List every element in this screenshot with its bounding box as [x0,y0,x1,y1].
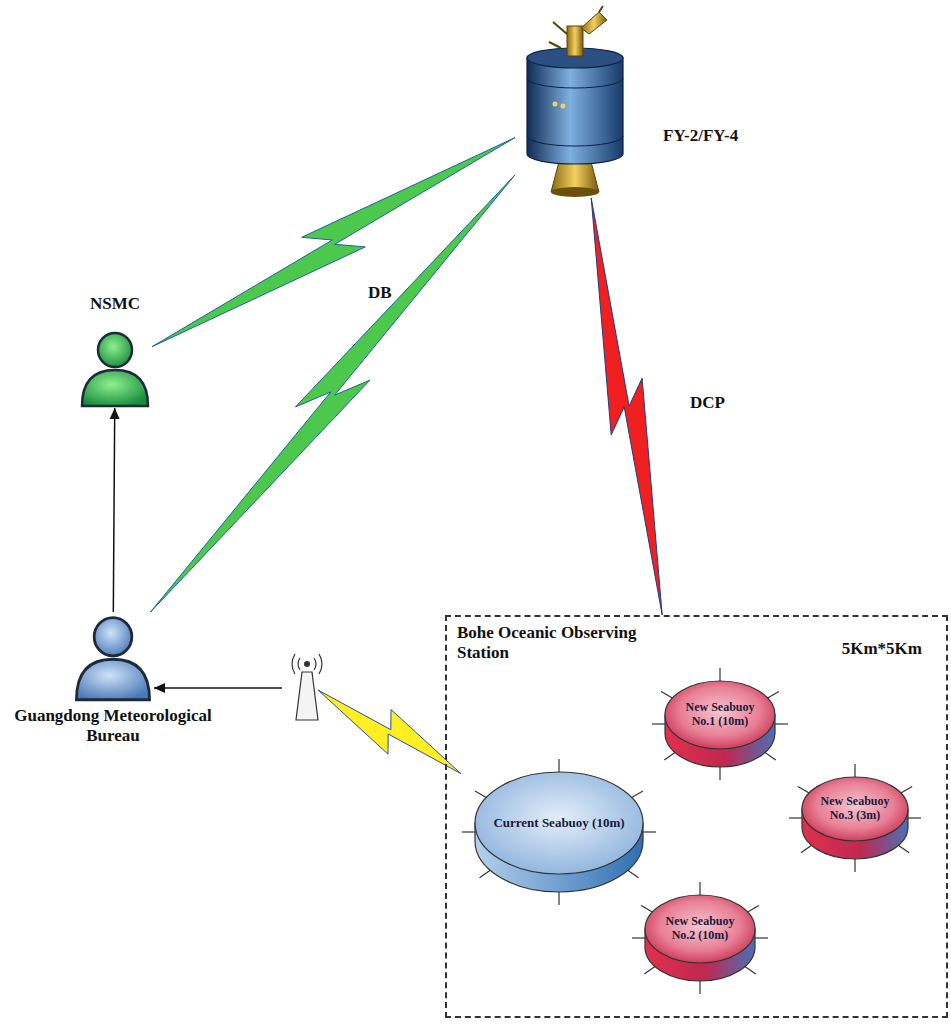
node-label: New Seabuoy No.2 (10m) [655,904,744,955]
connector [110,408,120,612]
connector [154,683,461,774]
arrow-line [154,687,282,689]
node-label: Guangdong Meteorological Bureau [13,706,213,747]
satellite-dish [581,12,607,34]
radio-waves [292,654,322,674]
seabuoy-node: New Seabuoy No.2 (10m) [631,883,769,991]
node-label: NSMC [15,294,215,314]
node-label: New Seabuoy No.3 (3m) [812,785,898,833]
satellite-band [527,78,623,146]
person-node: Guangdong Meteorological Bureau [72,612,154,702]
arrow-line [113,408,114,612]
seabuoy-node: New Seabuoy No.3 (3m) [788,765,922,869]
node-label: New Seabuoy No.1 (10m) [675,690,764,741]
person-body [76,659,149,700]
edge-label: DCP [690,393,725,413]
satellite-mast [567,26,583,56]
connector [591,198,662,615]
node-label: Current Seabuoy (10m) [491,785,627,862]
satellite-sticks [549,6,603,48]
buoy-top [802,777,908,841]
seabuoy-node: Current Seabuoy (10m) [461,760,657,902]
edge-label: DB [368,283,392,303]
lightning-link [591,198,662,615]
person-icon [72,612,154,702]
antenna-icon [292,654,322,720]
arrow-head [110,408,120,419]
satellite-light [553,102,558,107]
arrow-head [154,683,165,693]
person-head [98,333,132,367]
person-node: NSMC [78,328,152,408]
antenna-tip [304,661,310,667]
node-label: FY-2/FY-4 [663,126,738,146]
buoy-top [645,895,755,963]
nozzle-rim [551,187,599,197]
satellite-node: FY-2/FY-4 [515,8,635,198]
lightning-link [318,690,461,774]
station-region: Bohe Oceanic Observing Station 5Km*5KmNew… [445,615,948,1018]
person-head [94,618,132,656]
person-body [82,370,148,406]
satellite-body [527,58,623,164]
buoy-top [475,772,643,874]
satellite-icon [515,8,635,198]
connector [151,175,516,612]
person-icon [78,328,152,408]
satellite-light [561,104,566,109]
buoy-top [665,681,775,749]
lightning-link [151,175,516,612]
seabuoy-node: New Seabuoy No.1 (10m) [651,669,789,777]
node-label: 5Km*5Km [842,639,922,659]
buoy-shape [461,760,657,902]
antenna-mast [296,672,318,720]
node-label: Bohe Oceanic Observing Station [457,623,642,664]
